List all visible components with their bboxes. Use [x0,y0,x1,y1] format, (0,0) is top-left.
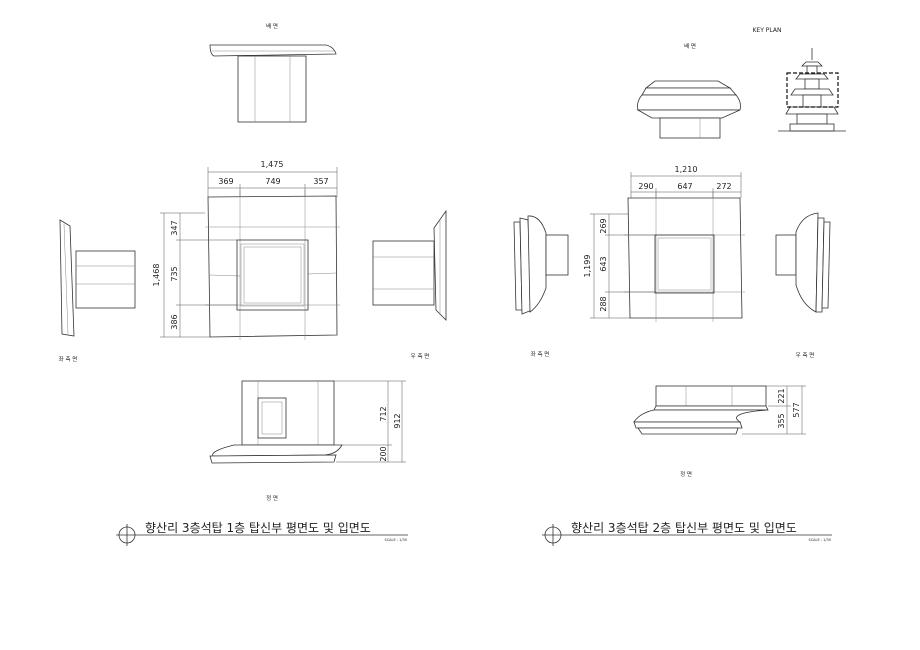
view-label-left-1: 좌 측 면 [59,355,78,363]
front-elevation-1 [209,380,343,464]
front-elevation-dims-1 [334,380,406,463]
dim-overall-width-2: 1,210 [675,165,698,174]
key-plan-label: KEY PLAN [753,27,782,34]
title-block-2 [542,524,832,546]
dim-elev-total-2: 577 [792,402,801,417]
plan-width-dims-1 [207,167,338,197]
dim-width-left-2: 290 [638,182,653,191]
title-block-1 [116,524,408,546]
dim-width-left-1: 369 [218,177,233,186]
dim-overall-height-1: 1,468 [152,264,161,287]
dim-height-top-2: 269 [599,218,608,233]
view-label-front-2: 정 면 [680,470,692,478]
back-elevation-1 [209,44,337,123]
left-side-elevation-2 [513,215,569,315]
scale-label-1: SCALE : 1/30 [385,538,408,542]
view-label-right-1: 우 측 면 [411,352,430,360]
view-label-front-1: 정 면 [266,494,278,502]
dim-overall-height-2: 1,199 [583,255,592,278]
dim-width-right-2: 272 [716,182,731,191]
dim-elev-lower-2: 355 [777,413,786,428]
dim-elev-total-1: 912 [393,413,402,428]
dim-overall-width-1: 1,475 [261,160,284,169]
back-elevation-2 [636,80,741,139]
dim-height-bot-2: 288 [599,296,608,311]
right-side-elevation-1 [372,209,447,321]
dim-width-right-1: 357 [313,177,328,186]
dim-height-mid-2: 643 [599,256,608,271]
dim-elev-lower-1: 200 [379,446,388,461]
dim-height-bot-1: 386 [170,314,179,329]
plan-width-dims-2 [630,172,742,198]
dim-width-mid-1: 749 [265,177,280,186]
dim-height-top-1: 347 [170,220,179,235]
front-elevation-2 [633,385,769,435]
sheet-title-2: 향산리 3층석탑 2층 탑신부 평면도 및 입면도 [571,521,797,535]
dim-elev-upper-2: 221 [777,388,786,403]
key-plan-pagoda-icon [778,48,846,132]
dim-elev-upper-1: 712 [379,406,388,421]
plan-height-dims-2 [590,213,655,319]
view-label-back-1: 배 면 [266,22,278,30]
right-side-elevation-2 [775,212,831,313]
view-label-right-2: 우 측 면 [796,351,815,359]
plan-view-2 [624,192,745,322]
front-elevation-dims-2 [742,385,806,435]
plan-height-dims-1 [160,212,237,338]
sheet-title-1: 향산리 3층석탑 1층 탑신부 평면도 및 입면도 [145,521,371,535]
scale-label-2: SCALE : 1/30 [809,538,832,542]
dim-height-mid-1: 735 [170,266,179,281]
left-side-elevation-1 [59,219,136,337]
view-label-back-2: 배 면 [684,42,696,50]
dim-width-mid-2: 647 [677,182,692,191]
view-label-left-2: 좌 측 면 [531,350,550,358]
plan-view-1 [205,190,340,340]
